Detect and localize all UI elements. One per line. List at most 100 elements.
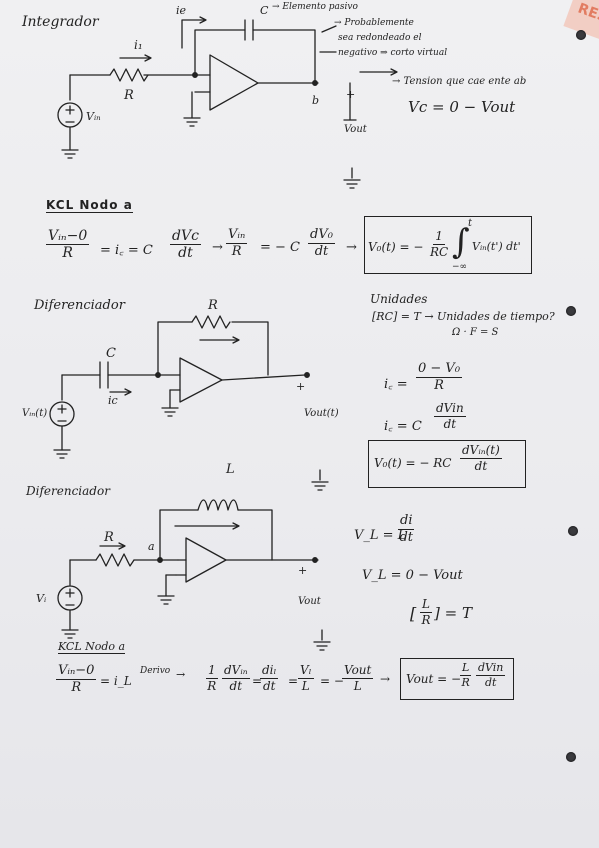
kcl-1-integrand: Vᵢₙ(t') dt'	[472, 240, 521, 253]
kcl-2-num-7: L	[460, 661, 472, 676]
units-eq-2: Ω · F = S	[452, 327, 499, 338]
diff-2-eq2: V_L = 0 − Vout	[362, 568, 463, 583]
opamp-2	[179, 357, 223, 403]
integrator-circuit	[57, 16, 398, 189]
kcl-2-num-1: Vᵢₙ−0	[56, 663, 97, 680]
kcl-1-num-3: Vᵢₙ	[226, 227, 248, 244]
r3-label: R	[104, 530, 114, 545]
diff-1-eq2-left: i꜀ = C	[384, 419, 422, 434]
opamp-3	[185, 537, 227, 583]
kcl-2-mid-1: = i_L	[100, 674, 132, 688]
kcl-2-eq: =	[252, 674, 263, 688]
units-title: Unidades	[370, 292, 428, 306]
kcl-1-frac-3: Vᵢₙ R	[226, 227, 248, 260]
ie-label: ie	[176, 4, 187, 17]
diff-2-eq1-den: dt	[399, 529, 414, 545]
diff-2-eq3-open: [	[410, 604, 417, 623]
i1-label: i₁	[134, 38, 143, 52]
kcl-1-den-5: RC	[430, 244, 449, 259]
units-eq: [RC] = T → Unidades de tiempo?	[372, 310, 555, 323]
diff-2-eq3-num: L	[420, 597, 432, 613]
plus-2-label: +	[296, 380, 306, 393]
kcl-1-frac-4: dV₀ dt	[308, 227, 335, 260]
kcl-1-frac-2: dVc dt	[170, 228, 201, 262]
note-prob-3: negativo ⇒ corto virtual	[338, 48, 448, 58]
diff-2-eq3-close: ] = T	[434, 604, 472, 622]
kcl-1-den-1: R	[62, 245, 73, 262]
integrator-title: Integrador	[22, 14, 99, 30]
resistor-r2	[191, 315, 231, 329]
kcl-2-den-3: dt	[229, 678, 243, 693]
kcl-2-num-6: Vout	[342, 663, 374, 679]
kcl-1-upper: t	[468, 218, 473, 229]
diff-1-eq1-den: R	[434, 377, 444, 393]
plus-3-label: +	[298, 564, 308, 577]
node-a-label: a	[148, 540, 155, 553]
kcl-2-den-7: R	[461, 675, 470, 689]
kcl-1-frac-1: Vᵢₙ−0 R	[46, 228, 90, 262]
kcl-1-den-2: dt	[178, 245, 193, 262]
kcl-2-num-2: 1	[206, 663, 218, 679]
vout-3-label: Vout	[298, 596, 321, 607]
capacitor-c1	[244, 19, 254, 41]
kcl-1-mid-3: = − C	[260, 240, 300, 255]
kcl-2-num-8: dVin	[476, 661, 506, 676]
kcl-2-num-4: diₗ	[260, 663, 279, 679]
diff-1-eq2-frac: dVin dt	[434, 401, 466, 431]
kcl-1-lower: −∞	[452, 262, 468, 272]
kcl-2-num-5: Vₗ	[298, 663, 314, 679]
kcl-2-frac-2: 1 R	[206, 663, 218, 693]
diff-1-eq2-num: dVin	[434, 401, 466, 417]
diff-1-box-den: dt	[474, 458, 488, 473]
kcl-2-den-1: R	[71, 679, 82, 695]
capacitor-note: → Elemento pasivo	[272, 2, 358, 12]
vin-1-label: Vᵢₙ	[86, 110, 101, 123]
ground-6	[311, 469, 329, 491]
ground-1	[61, 149, 79, 159]
diff-2-eq1-frac: di dt	[398, 513, 415, 546]
inductor-l	[197, 499, 239, 511]
kcl-2-den-6: L	[353, 678, 362, 693]
ground-2	[183, 117, 201, 127]
diff-2-eq1-left: V_L = L	[354, 528, 407, 543]
note-prob-1: → Probablemente	[334, 18, 414, 28]
kcl-1-num-2: dVc	[170, 228, 201, 246]
note-tension: → Tension que cae ente ab	[392, 76, 527, 87]
diff-2-eq3-den: R	[421, 612, 431, 627]
kcl-1-frac-5: 1 RC	[430, 229, 449, 259]
kcl-2-num-3: dVᵢₙ	[222, 663, 250, 679]
kcl-2-eq-3: = −	[320, 674, 344, 688]
diff-1-box-num: dVᵢₙ(t)	[460, 443, 502, 459]
binder-hole	[576, 30, 586, 40]
kcl-1-den-4: dt	[314, 243, 329, 259]
capacitor-label: C	[260, 4, 269, 17]
kcl-1-den-3: R	[231, 243, 242, 259]
kcl-1-mid: = i꜀ = C	[100, 243, 153, 258]
resistor-r1	[109, 68, 149, 82]
vin-2-label: Vᵢₙ(t)	[22, 408, 48, 419]
opamp-1	[209, 54, 259, 111]
r1-label: R	[124, 88, 134, 103]
resistor-r3	[95, 553, 135, 567]
kcl-2-deriv: Derivo	[140, 666, 171, 676]
ground-4	[53, 449, 71, 459]
kcl-2-frac-1: Vᵢₙ−0 R	[56, 663, 97, 696]
kcl-1-heading: KCL Nodo a	[46, 198, 133, 213]
kcl-1-result-box	[364, 216, 532, 274]
kcl-1-integral: ∫	[452, 222, 470, 262]
plus-1-label: +	[346, 88, 356, 101]
ground-3	[343, 167, 361, 189]
diff-1-box-frac: dVᵢₙ(t) dt	[460, 443, 502, 473]
diff-1-result-box	[368, 440, 526, 488]
kcl-2-den-8: dt	[484, 675, 497, 689]
kcl-1-arrow-2: →	[346, 240, 357, 255]
kcl-2-heading: KCL Nodo a	[58, 640, 126, 654]
diff-1-box-left: V₀(t) = − RC	[374, 456, 452, 470]
vout-2-label: Vout(t)	[304, 408, 339, 419]
diff-2-eq1-num: di	[398, 513, 415, 530]
ground-5	[161, 407, 179, 417]
kcl-1-num-1: Vᵢₙ−0	[46, 228, 90, 246]
vin-3-label: Vᵢ	[36, 592, 47, 605]
kcl-2-frac-6: Vout L	[342, 663, 374, 693]
